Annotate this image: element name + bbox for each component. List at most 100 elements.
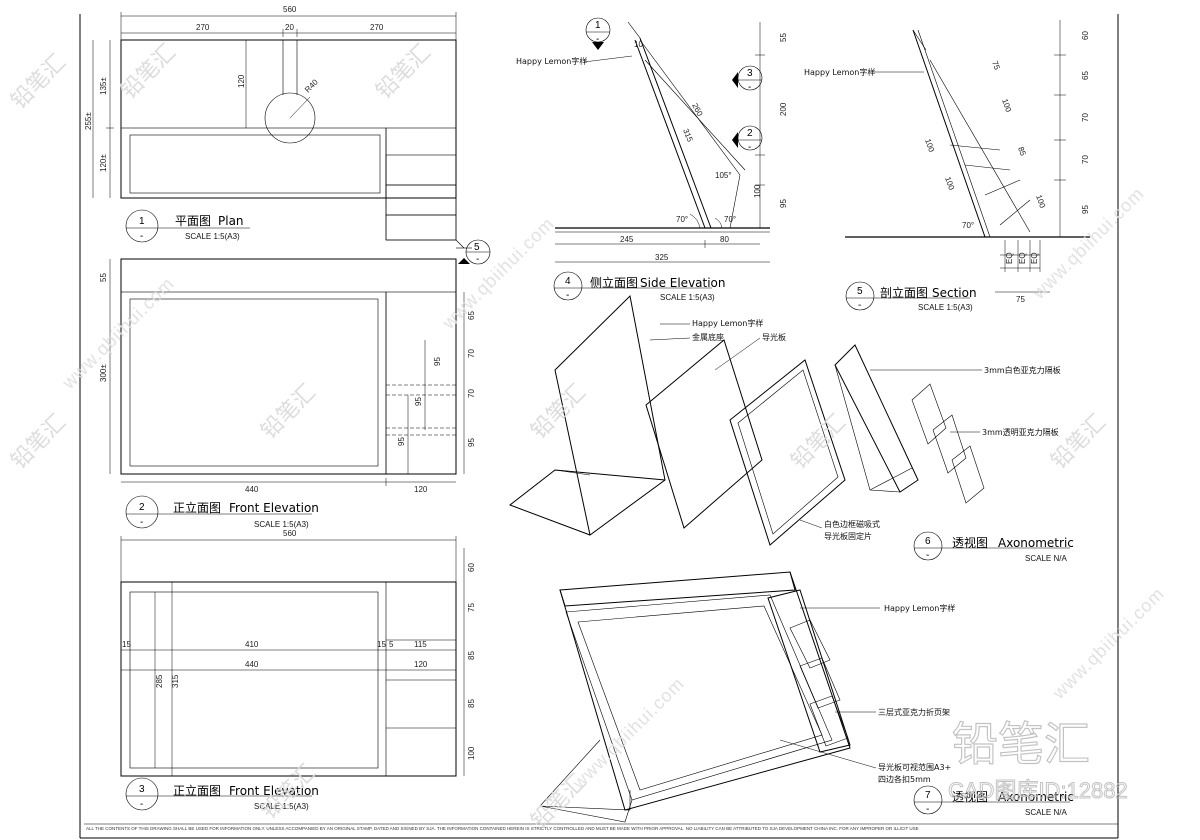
axonometric-assembled: Happy Lemon字样 三层式亚克力折页架 导光板可视范围A3+ 四边各扣5… [539,571,955,823]
section-dim-100b: 100 [923,138,936,154]
front-elevation-3: 560 410 440 115 120 15 15 5 285 315 60 7… [120,529,476,777]
section-title-cn: 剖立面图 [880,285,928,300]
axo6-title-cn: 透视图 [952,535,988,550]
title-block-front2: 2 - 正立面图 Front Elevation SCALE 1:5(A3) [125,495,319,529]
title-block-plan: 1 - 平面图 Plan SCALE 1:5(A3) [125,209,250,243]
marker-2-sub: - [748,142,751,153]
axo6-label-acrylic-clear: 3mm透明亚克力隔板 [982,427,1059,437]
watermark-site-2: www.qbiihui.com [58,273,178,393]
axo7-title-cn: 透视图 [952,789,988,804]
plan-title-num: 1 [139,216,145,227]
plan-dim-h3: 120± [99,154,108,172]
front2-dim-55: 55 [99,273,108,282]
axo7-label-view-2: 四边各扣5mm [878,774,931,784]
watermark-cn-5: 铅笔汇 [257,380,321,444]
axo6-title-scale: SCALE N/A [1025,554,1067,563]
side-dim-a105: 105° [715,171,732,180]
watermark-cad-id: CAD图库ID:12882 [948,778,1128,803]
marker-2-num: 2 [747,128,753,139]
marker-3-sub: - [748,82,751,93]
side-dim-260: 260 [690,102,704,118]
front2-dim-95: 95 [467,438,476,447]
plan-dim-right: 270 [370,23,384,32]
front3-dim-total: 560 [283,529,297,538]
section-title-sub: - [858,300,861,311]
front3-dim-120: 120 [414,660,428,669]
plan-dim-left: 270 [196,23,210,32]
axo6-label-magnet-1: 白色边框磁吸式 [824,519,880,529]
section-dim-eq1: EQ [1005,252,1014,264]
section-dim-eq3: EQ [1030,252,1039,264]
watermark-cn-7: 铅笔汇 [787,410,851,474]
title-block-section: 5 - 剖立面图 Section SCALE 1:5(A3) [845,281,977,312]
watermark-cn-3: 铅笔汇 [372,40,436,104]
side-dim-55: 55 [779,33,788,42]
section-title-en: Section [932,286,977,300]
front2-title-scale: SCALE 1:5(A3) [254,520,309,529]
axo6-label-acrylic-white: 3mm白色亚克力隔板 [984,365,1061,375]
front3-title-scale: SCALE 1:5(A3) [254,802,309,811]
section-dim-70b: 70 [1081,155,1090,164]
side-dim-a10: 10 [634,40,643,49]
plan-title-sub: - [140,231,143,242]
axo6-title-sub: - [926,550,929,561]
front2-dim-i95c: 95 [397,437,406,446]
side-dim-a70a: 70° [676,215,688,224]
section-marker-5: 5 - [455,239,491,265]
marker-1-num: 1 [595,20,601,31]
axo6-label-magnet-2: 导光板固定片 [824,531,872,541]
title-block-axo7: 7 - 透视图 Axonometric SCALE N/A [913,785,1074,817]
front3-dim-75: 75 [467,603,476,612]
plan-title-cn: 平面图 [175,214,211,228]
side-dim-100: 100 [753,184,762,198]
front3-dim-285: 285 [155,674,164,688]
front3-dim-15a: 15 [122,640,131,649]
front3-dim-15b: 15 [377,640,386,649]
front2-title-en: Front Elevation [229,501,319,515]
front3-dim-100: 100 [467,746,476,760]
front2-dim-65: 65 [467,311,476,320]
axo7-label-view-1: 导光板可视范围A3+ [878,762,951,772]
watermark-cn-2: 铅笔汇 [117,40,181,104]
section-dim-65: 65 [1081,71,1090,80]
section-dim-100d: 100 [1034,194,1047,210]
marker-5-sub: - [476,254,479,265]
title-block-side: 4 - 侧立面图 Side Elevation SCALE 1:5(A3) [553,271,726,302]
section-label-happy: Happy Lemon字样 [804,67,875,77]
front3-dim-60: 60 [467,563,476,572]
front3-dim-315: 315 [171,674,180,688]
watermark-cn-1: 铅笔汇 [7,50,71,114]
axo7-title-num: 7 [925,790,931,801]
side-title-sub: - [566,290,569,301]
axo7-title-sub: - [926,804,929,815]
section-title-num: 5 [857,286,863,297]
axo7-label-three-tier: 三层式亚克力折页架 [878,707,950,717]
plan-title-scale: SCALE 1:5(A3) [185,232,240,241]
side-title-cn: 侧立面图 [590,275,638,290]
side-title-en: Side Elevation [640,276,726,290]
watermark-layer: 铅笔汇 铅笔汇 铅笔汇 铅笔汇 铅笔汇 铅笔汇 铅笔汇 铅笔汇 铅笔汇 铅笔汇 … [7,40,1169,834]
plan-dim-total: 560 [283,5,297,14]
sheet-border: ALL THE CONTENTS OF THIS DRAWING SHALL B… [79,14,1119,839]
axo6-title-en: Axonometric [998,536,1074,550]
front2-dim-120: 120 [414,485,428,494]
watermark-site-5: www.qbiihui.com [1048,583,1168,703]
plan-title-en: Plan [218,214,244,228]
footer-note: ALL THE CONTENTS OF THIS DRAWING SHALL B… [86,826,919,831]
front2-dim-440: 440 [245,485,259,494]
front2-dim-70a: 70 [467,349,476,358]
section-dim-85: 85 [1016,146,1028,158]
side-title-num: 4 [565,276,571,287]
title-block-axo6: 6 - 透视图 Axonometric SCALE N/A [913,531,1074,563]
side-title-scale: SCALE 1:5(A3) [660,293,715,302]
section-dim-100c: 100 [943,176,956,192]
axo6-label-lightboard: 导光板 [762,332,786,342]
watermark-cn-4: 铅笔汇 [7,410,71,474]
front3-dim-85b: 85 [467,699,476,708]
watermark-cn-8: 铅笔汇 [1047,410,1111,474]
axo7-title-en: Axonometric [998,790,1074,804]
axo7-label-happy: Happy Lemon字样 [884,603,955,613]
plan-dim-radius: R40 [303,77,320,94]
side-dim-a70b: 70° [724,215,736,224]
axo6-label-happy: Happy Lemon字样 [692,318,763,328]
